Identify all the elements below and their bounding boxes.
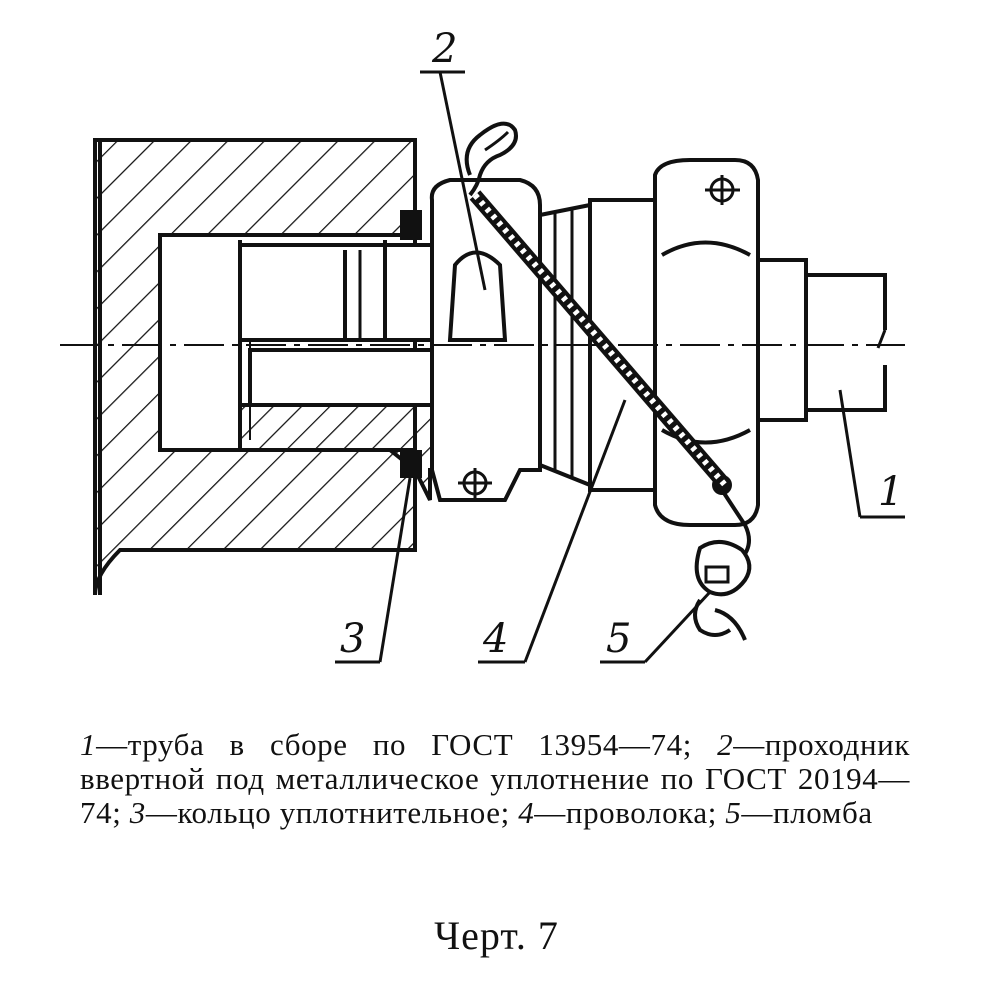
callout-5: 5 [606, 616, 631, 662]
callout-4: 4 [482, 616, 508, 662]
legend-text-2: —проходник ввертной под металлическое уп… [80, 727, 910, 830]
legend-text-4: —проволока; [534, 795, 726, 830]
sealing-ring [400, 210, 422, 478]
fitting-hex-collar [429, 178, 542, 502]
legend-num-4: 4 [518, 795, 535, 830]
legend-text-5: —пломба [741, 795, 873, 830]
leader-lines [335, 70, 905, 664]
legend-num-3: 3 [129, 795, 146, 830]
pipe-assembly [756, 258, 887, 422]
figure-caption: Черт. 7 [434, 913, 559, 958]
legend-num-5: 5 [725, 795, 742, 830]
legend-text-3: —кольцо уплотнительное; [145, 795, 519, 830]
legend-text-1: —труба в сборе по ГОСТ 13954—74; [96, 727, 718, 762]
legend-num-1: 1 [80, 727, 97, 762]
legend: 1—труба в сборе по ГОСТ 13954—74; 2—прох… [80, 728, 910, 830]
seal [693, 488, 752, 641]
callout-1: 1 [878, 469, 903, 515]
callout-2: 2 [431, 26, 457, 72]
assembly-drawing: 2 1 3 4 5 [60, 26, 905, 664]
legend-num-2: 2 [717, 727, 734, 762]
locking-wire [464, 121, 731, 490]
callout-3: 3 [340, 616, 365, 662]
